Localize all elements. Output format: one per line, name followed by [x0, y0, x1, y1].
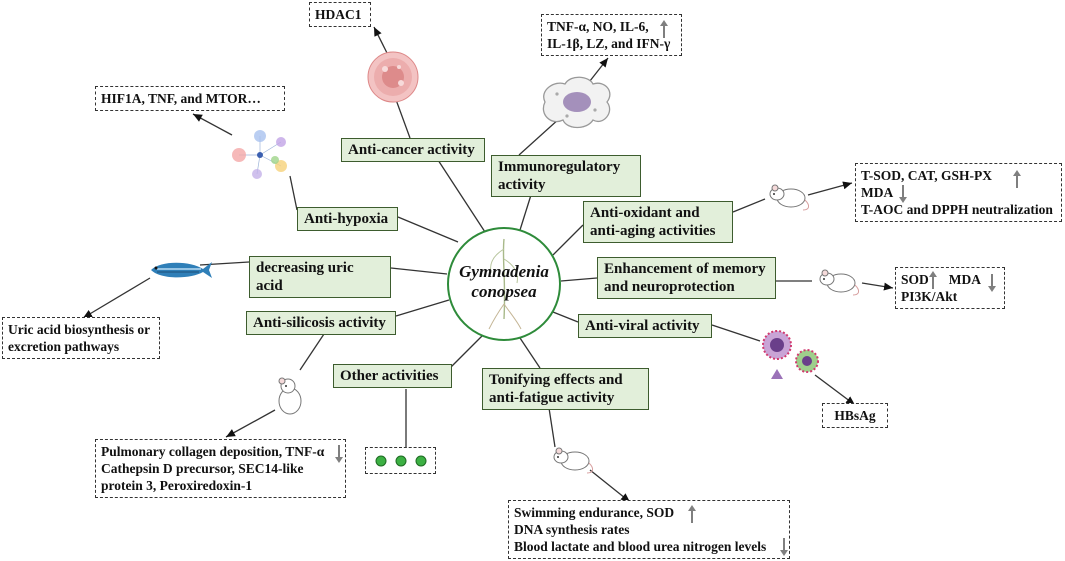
result-text: excretion pathways — [8, 339, 120, 354]
node-label: Immunoregulatory — [498, 159, 621, 175]
macrophage-icon — [542, 76, 611, 129]
result-text: TNF-α, NO, IL-6, — [547, 19, 649, 34]
result-text: MDA — [861, 185, 894, 200]
result-text: Cathepsin D precursor, SEC14-like — [101, 461, 304, 476]
result-text: Uric acid biosynthesis or — [8, 322, 151, 337]
mouse-icon — [819, 269, 860, 296]
result-anti-hypoxia: HIF1A, TNF, and MTOR… — [95, 86, 285, 111]
result-text: IL-1β, LZ, and IFN-γ — [547, 36, 671, 51]
node-label: Enhancement of memory — [604, 261, 766, 277]
node-label: activity — [498, 177, 546, 193]
spoke-anti-hypoxia — [397, 216, 459, 243]
mouse-icon — [553, 447, 594, 474]
result-other-dots — [365, 447, 436, 474]
result-text: protein 3, Peroxiredoxin-1 — [101, 478, 253, 493]
ellipsis-dots-icon — [375, 455, 427, 467]
node-label: anti-aging activities — [590, 223, 716, 239]
result-text: HDAC1 — [315, 7, 362, 22]
result-text: Swimming endurance, SOD — [514, 505, 675, 520]
node-label: Other activities — [340, 368, 439, 384]
result-uric-acid: Uric acid biosynthesis or excretion path… — [2, 317, 160, 359]
decrease-arrow-icon — [899, 185, 907, 203]
mouse-icon — [278, 377, 302, 415]
result-hdac1: HDAC1 — [309, 2, 371, 27]
spoke-uric-acid — [390, 267, 448, 275]
mouse-icon — [769, 184, 810, 211]
network-graph-icon — [232, 130, 287, 179]
increase-arrow-icon — [1013, 170, 1021, 188]
increase-arrow-icon — [660, 20, 668, 38]
cancer-cell-icon — [367, 51, 419, 103]
result-anti-silicosis: Pulmonary collagen deposition, TNF-α Cat… — [95, 439, 346, 498]
node-memory: Enhancement of memory and neuroprotectio… — [597, 257, 776, 299]
center-plant-node: Gymnadenia conopsea — [447, 227, 561, 341]
decrease-arrow-icon — [335, 445, 343, 463]
node-immunoregulatory: Immunoregulatory activity — [491, 155, 641, 197]
result-text: MDA — [948, 272, 982, 287]
spoke-anti-cancer — [437, 159, 486, 233]
result-immunoregulatory: TNF-α, NO, IL-6, IL-1β, LZ, and IFN-γ — [541, 14, 682, 56]
zebrafish-icon — [151, 262, 212, 278]
node-label: Anti-silicosis activity — [253, 315, 386, 331]
result-anti-oxidant: T-SOD, CAT, GSH-PX MDA T-AOC and DPPH ne… — [855, 163, 1062, 222]
node-label: Anti-cancer activity — [348, 142, 475, 158]
decrease-arrow-icon — [780, 538, 788, 556]
node-anti-cancer: Anti-cancer activity — [341, 138, 485, 162]
node-label: Anti-oxidant and — [590, 205, 700, 221]
result-text: HBsAg — [834, 408, 876, 423]
spoke-tonifying — [519, 337, 541, 369]
node-label: Anti-hypoxia — [304, 211, 389, 227]
decrease-arrow-icon — [988, 274, 996, 292]
node-label: Tonifying effects and — [489, 372, 623, 388]
node-label: and neuroprotection — [604, 279, 735, 295]
result-text: Blood lactate and blood urea nitrogen le… — [514, 539, 767, 554]
spoke-anti-viral — [552, 311, 579, 323]
result-text: T-SOD, CAT, GSH-PX — [861, 168, 993, 183]
result-row: SOD MDA — [901, 271, 999, 288]
spoke-other — [449, 335, 483, 369]
center-title-line2: conopsea — [471, 282, 537, 301]
virus-icon — [762, 330, 819, 379]
node-anti-oxidant: Anti-oxidant and anti-aging activities — [583, 201, 733, 243]
spoke-immunoregulatory — [519, 194, 532, 231]
node-label: Anti-viral activity — [585, 318, 700, 334]
node-anti-viral: Anti-viral activity — [578, 314, 712, 338]
center-title-line1: Gymnadenia — [459, 262, 549, 281]
result-anti-fatigue: Swimming endurance, SOD DNA synthesis ra… — [508, 500, 790, 559]
result-text: T-AOC and DPPH neutralization — [861, 202, 1053, 217]
node-label: decreasing uric acid — [256, 260, 354, 294]
spoke-anti-oxidant — [552, 224, 584, 256]
increase-arrow-icon — [688, 505, 696, 523]
increase-arrow-icon — [929, 271, 937, 289]
result-text: DNA synthesis rates — [514, 522, 630, 537]
result-text: Pulmonary collagen deposition, TNF-α — [101, 444, 325, 459]
node-anti-silicosis: Anti-silicosis activity — [246, 311, 396, 335]
node-label: anti-fatigue activity — [489, 390, 615, 406]
result-text: PI3K/Akt — [901, 289, 958, 304]
spoke-anti-silicosis — [395, 299, 450, 317]
node-anti-hypoxia: Anti-hypoxia — [297, 207, 398, 231]
result-memory: SOD MDA PI3K/Akt — [895, 267, 1005, 309]
node-tonifying: Tonifying effects and anti-fatigue activ… — [482, 368, 649, 410]
orchid-plant-icon — [488, 238, 522, 330]
result-text: HIF1A, TNF, and MTOR… — [101, 91, 261, 106]
node-other: Other activities — [333, 364, 452, 388]
node-uric-acid: decreasing uric acid — [249, 256, 391, 298]
result-text: SOD — [901, 272, 929, 287]
result-anti-viral: HBsAg — [822, 403, 888, 428]
spoke-memory — [560, 277, 598, 282]
